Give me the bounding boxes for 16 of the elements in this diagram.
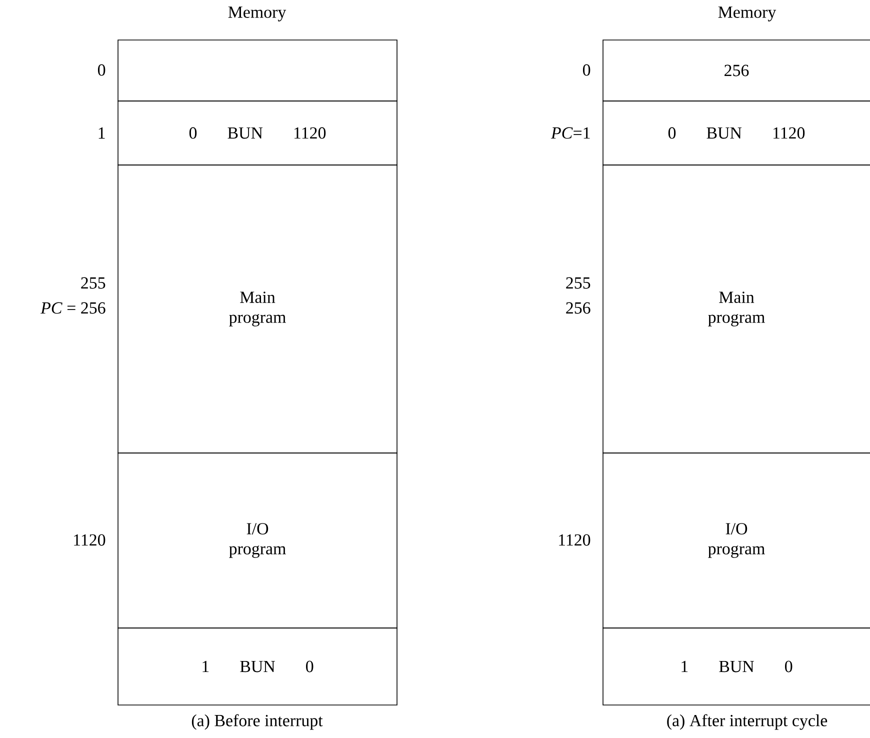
memory-cell: 256 [602,40,870,102]
column-heading: Memory [228,6,286,22]
address-label: 0 [582,64,590,76]
address-label: 0 [98,64,106,76]
memory-cell [118,40,398,102]
address-label: 1 [98,127,105,139]
memory-cell: 0 BUN 1120 [118,100,398,166]
column-heading: Memory [718,6,776,22]
address-label: PC=1 [550,127,590,139]
memory-cell: I/O program [118,452,398,628]
memory-cell: Main program [118,164,398,454]
memory-cell: I/O program [602,452,870,628]
memory-cell: 1 BUN 0 [602,628,870,706]
memory-cell: 0 BUN 1120 [602,100,870,166]
memory-cell: Main program [602,164,870,454]
memory-cell: 1 BUN 0 [118,628,398,706]
